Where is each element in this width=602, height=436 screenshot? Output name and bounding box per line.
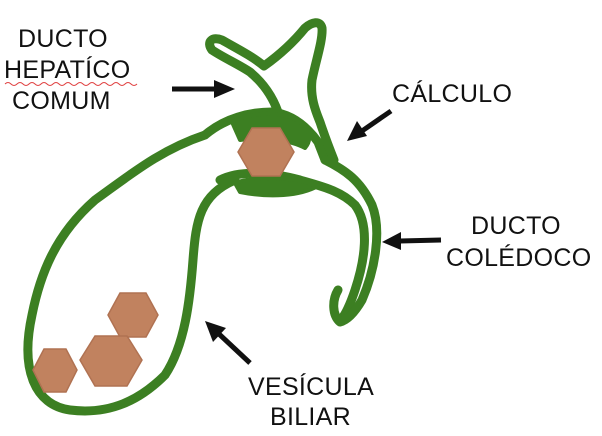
label-hepatic-duct: DUCTO HEPATÍCO COMUM [4,25,138,115]
label-line: COLÉDOCO [446,243,591,272]
pointer-arrows [172,80,442,365]
label-stone: CÁLCULO [392,79,512,108]
gallbladder-outline [23,130,240,416]
label-line: CÁLCULO [392,79,512,108]
label-line: HEPATÍCO [4,55,130,84]
hexagon-stone-icon [79,335,143,387]
label-line: COMUM [12,87,111,115]
label-line: VESÍCULA [248,372,374,401]
gallstones [32,127,295,393]
spellcheck-underline [4,82,138,86]
arrow-icon [382,232,442,250]
label-gallbladder: VESÍCULA BILIAR [248,372,374,431]
label-line: BILIAR [270,403,351,431]
label-line: DUCTO [471,212,561,240]
hepatic-duct-outline [205,18,339,165]
common-bile-duct-outline [320,155,382,327]
cystic-duct-fill [233,176,320,198]
hexagon-stone-icon [32,348,78,393]
arrow-icon [205,321,252,365]
hexagon-stone-icon [237,127,295,177]
arrow-icon [347,108,393,141]
label-common-bile-duct: DUCTO COLÉDOCO [446,212,591,272]
arrow-icon [172,80,235,98]
label-line: DUCTO [18,25,108,53]
hexagon-stone-icon [107,292,159,338]
